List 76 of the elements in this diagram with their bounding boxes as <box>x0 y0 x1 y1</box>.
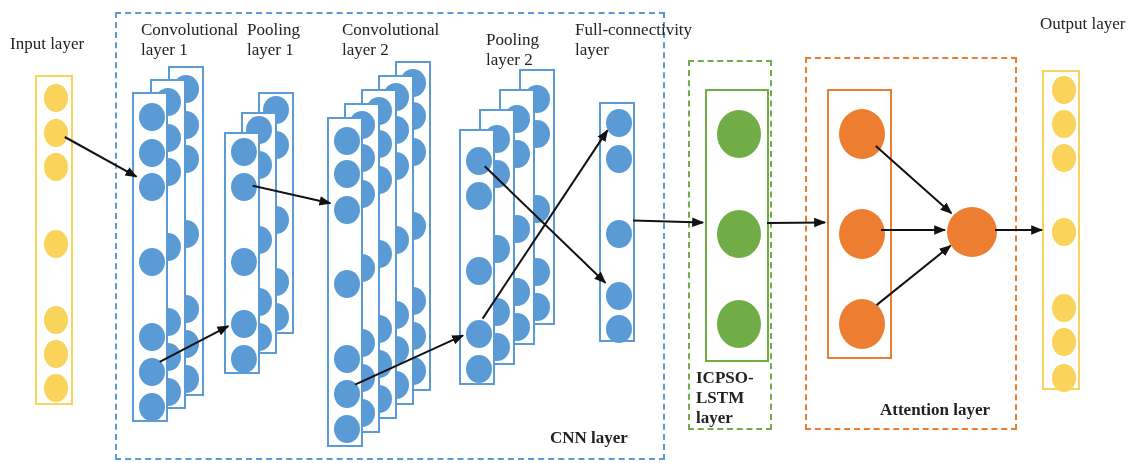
neuron-circle <box>466 182 492 210</box>
neuron-circle <box>1052 76 1076 104</box>
neuron-circle <box>606 109 632 137</box>
arrow <box>880 225 947 235</box>
arrow <box>874 144 953 215</box>
neuron-circle <box>44 306 68 334</box>
neuron-circle <box>334 415 360 443</box>
neuron-circle <box>231 345 257 373</box>
neuron-circle <box>466 147 492 175</box>
dashed-group-box <box>688 60 772 430</box>
neuron-circle <box>139 323 165 351</box>
neuron-circle <box>1052 328 1076 356</box>
neuron-circle <box>466 355 492 383</box>
group-title: CNN layer <box>550 428 629 448</box>
neuron-circle <box>334 160 360 188</box>
neuron-circle <box>606 145 632 173</box>
neuron-circle <box>606 220 632 248</box>
arrow <box>994 225 1044 235</box>
neuron-circle <box>139 103 165 131</box>
neuron-circle <box>139 248 165 276</box>
neuron-circle <box>139 139 165 167</box>
layer-title: Output layer <box>1040 14 1127 34</box>
group-title: ICPSO-LSTM layer <box>696 368 755 428</box>
neuron-circle <box>44 340 68 368</box>
neuron-circle <box>231 173 257 201</box>
layer-title: Convolutional layer 2 <box>342 20 441 60</box>
neuron-circle <box>466 257 492 285</box>
neuron-circle <box>947 207 997 257</box>
neuron-circle <box>839 109 885 159</box>
neuron-circle <box>231 138 257 166</box>
neuron-circle <box>334 270 360 298</box>
neuron-circle <box>44 84 68 112</box>
neuron-circle <box>334 196 360 224</box>
arrow <box>63 136 138 178</box>
neuron-circle <box>717 300 761 348</box>
arrow <box>354 334 465 386</box>
layer-box <box>827 89 892 359</box>
neuron-circle <box>1052 294 1076 322</box>
layer-title: Pooling layer 1 <box>247 20 301 60</box>
neuron-circle <box>717 210 761 258</box>
neuron-circle <box>1052 218 1076 246</box>
arrow <box>483 165 607 284</box>
neuron-circle <box>334 380 360 408</box>
arrow <box>158 325 230 363</box>
neuron-circle <box>44 153 68 181</box>
arrow <box>251 184 332 206</box>
neuron-circle <box>139 358 165 386</box>
arrow <box>632 217 705 228</box>
arrow <box>766 217 827 228</box>
neuron-circle <box>717 110 761 158</box>
neuron-circle <box>334 127 360 155</box>
arrow <box>875 244 952 307</box>
neuron-circle <box>839 299 885 349</box>
neuron-circle <box>231 248 257 276</box>
neuron-circle <box>606 315 632 343</box>
layer-title: Pooling layer 2 <box>486 30 540 70</box>
neuron-circle <box>466 320 492 348</box>
neuron-circle <box>44 374 68 402</box>
layer-box <box>705 89 769 362</box>
neuron-circle <box>44 119 68 147</box>
neuron-circle <box>1052 364 1076 392</box>
neuron-circle <box>44 230 68 258</box>
neuron-circle <box>1052 110 1076 138</box>
layer-title: Full-connectivity layer <box>575 20 694 60</box>
arrow <box>481 129 609 320</box>
neuron-circle <box>139 393 165 421</box>
layer-title: Convolutional layer 1 <box>141 20 240 60</box>
layer-title: Input layer <box>10 34 86 54</box>
neuron-circle <box>606 282 632 310</box>
neuron-circle <box>231 310 257 338</box>
neuron-circle <box>1052 144 1076 172</box>
dashed-group-box <box>805 57 1017 430</box>
group-title: Attention layer <box>880 400 991 420</box>
neuron-circle <box>839 209 885 259</box>
neuron-circle <box>139 173 165 201</box>
neuron-circle <box>334 345 360 373</box>
